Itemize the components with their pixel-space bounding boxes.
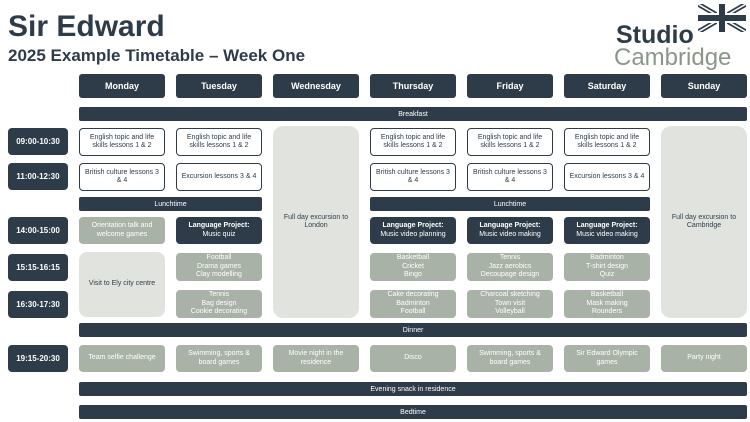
lunch-band-thu-sat: Lunchtime bbox=[370, 197, 650, 211]
day-header-monday: Monday bbox=[79, 74, 165, 98]
activity-item: Jazz aerobics bbox=[488, 262, 532, 270]
thursday-morning-lesson: English topic and life skills lessons 1 … bbox=[370, 128, 456, 156]
language-project-detail: Music quiz bbox=[202, 230, 236, 238]
day-header-wednesday: Wednesday bbox=[273, 74, 359, 98]
activity-item: Badminton bbox=[590, 254, 624, 262]
lunch-band-mon-tue: Lunchtime bbox=[79, 197, 262, 211]
activity-item: Cake decorating bbox=[387, 291, 439, 299]
tuesday-activities-1515: Football Drama games Clay modelling bbox=[176, 253, 262, 281]
language-project-title: Language Project: bbox=[188, 222, 250, 229]
thursday-late-morning: British culture lessons 3 & 4 bbox=[370, 163, 456, 191]
saturday-activities-1630: Basketball Mask making Rounders bbox=[564, 290, 650, 318]
activity-item: Cricket bbox=[402, 262, 424, 270]
thursday-language-project: Language Project: Music video planning bbox=[370, 217, 456, 244]
time-slot-1515: 15:15-16:15 bbox=[8, 254, 68, 281]
day-header-saturday: Saturday bbox=[564, 74, 650, 98]
saturday-activities-1515: Badminton T-shirt design Quiz bbox=[564, 253, 650, 281]
friday-morning-lesson: English topic and life skills lessons 1 … bbox=[467, 128, 553, 156]
tuesday-late-morning: Excursion lessons 3 & 4 bbox=[176, 163, 262, 191]
page-title: Sir Edward bbox=[8, 10, 165, 43]
activity-item: Tennis bbox=[208, 291, 230, 299]
saturday-evening: Sir Edward Olympic games bbox=[564, 345, 650, 372]
wednesday-evening: Movie night in the residence bbox=[273, 345, 359, 372]
thursday-activities-1630: Cake decorating Badminton Football bbox=[370, 290, 456, 318]
thursday-activities-1515: Basketball Cricket Bingo bbox=[370, 253, 456, 281]
activity-item: Football bbox=[206, 254, 232, 262]
monday-ely-visit: Visit to Ely city centre bbox=[79, 252, 165, 317]
tuesday-activities-1630: Tennis Bag design Cookie decorating bbox=[176, 290, 262, 318]
friday-activities-1630: Charcoal sketching Town visit Volleyball bbox=[467, 290, 553, 318]
language-project-title: Language Project: bbox=[382, 222, 444, 229]
sunday-full-day-excursion: Full day excursion to Cambridge bbox=[661, 126, 747, 318]
activity-item: Badminton bbox=[396, 299, 430, 307]
time-slot-1100: 11:00-12:30 bbox=[8, 163, 68, 190]
monday-evening: Team selfie challenge bbox=[79, 345, 165, 372]
day-header-friday: Friday bbox=[467, 74, 553, 98]
language-project-detail: Music video making bbox=[479, 230, 541, 238]
day-header-thursday: Thursday bbox=[370, 74, 456, 98]
saturday-late-morning: Excursion lessons 3 & 4 bbox=[564, 163, 650, 191]
saturday-language-project: Language Project: Music video making bbox=[564, 217, 650, 244]
page-subtitle: 2025 Example Timetable – Week One bbox=[8, 46, 306, 65]
activity-item: Bingo bbox=[404, 271, 422, 279]
activity-item: Volleyball bbox=[495, 308, 525, 316]
monday-orientation: Orientation talk and welcome games bbox=[79, 217, 165, 244]
language-project-title: Language Project: bbox=[479, 222, 541, 229]
sunday-evening: Party night bbox=[661, 345, 747, 372]
activity-item: Rounders bbox=[591, 308, 623, 316]
time-slot-1400: 14:00-15:00 bbox=[8, 217, 68, 244]
language-project-detail: Music video making bbox=[576, 230, 638, 238]
activity-item: Mask making bbox=[586, 299, 628, 307]
breakfast-band: Breakfast bbox=[79, 107, 747, 121]
time-slot-0900: 09:00-10:30 bbox=[8, 128, 68, 155]
tuesday-evening: Swimming, sports & board games bbox=[176, 345, 262, 372]
friday-late-morning: British culture lessons 3 & 4 bbox=[467, 163, 553, 191]
activity-item: Basketball bbox=[590, 291, 624, 299]
activity-item: Tennis bbox=[499, 254, 521, 262]
day-header-sunday: Sunday bbox=[661, 74, 747, 98]
union-flag-icon bbox=[698, 4, 746, 32]
activity-item: Basketball bbox=[396, 254, 430, 262]
activity-item: Clay modelling bbox=[196, 271, 242, 279]
studio-cambridge-logo: Studio Cambridge bbox=[612, 4, 748, 72]
saturday-morning-lesson: English topic and life skills lessons 1 … bbox=[564, 128, 650, 156]
activity-item: T-shirt design bbox=[585, 262, 629, 270]
time-slot-1915: 19:15-20:30 bbox=[8, 345, 68, 372]
friday-activities-1515: Tennis Jazz aerobics Decoupage design bbox=[467, 253, 553, 281]
monday-late-morning: British culture lessons 3 & 4 bbox=[79, 163, 165, 191]
friday-language-project: Language Project: Music video making bbox=[467, 217, 553, 244]
activity-item: Bag design bbox=[201, 299, 237, 307]
evening-snack-band: Evening snack in residence bbox=[79, 382, 747, 396]
language-project-detail: Music video planning bbox=[380, 230, 446, 238]
activity-item: Town visit bbox=[494, 299, 526, 307]
time-slot-1630: 16:30-17:30 bbox=[8, 291, 68, 318]
wednesday-full-day-excursion: Full day excursion to London bbox=[273, 126, 359, 318]
activity-item: Decoupage design bbox=[480, 271, 540, 279]
logo-cambridge-text: Cambridge bbox=[614, 44, 732, 71]
bedtime-band: Bedtime bbox=[79, 405, 747, 419]
tuesday-morning-lesson: English topic and life skills lessons 1 … bbox=[176, 128, 262, 156]
dinner-band: Dinner bbox=[79, 323, 747, 337]
activity-item: Quiz bbox=[599, 271, 615, 279]
friday-evening: Swimming, sports & board games bbox=[467, 345, 553, 372]
thursday-evening: Disco bbox=[370, 345, 456, 372]
logo-studio-text: Studio bbox=[616, 21, 694, 49]
activity-item: Cookie decorating bbox=[190, 308, 248, 316]
activity-item: Drama games bbox=[197, 262, 241, 270]
activity-item: Charcoal sketching bbox=[480, 291, 540, 299]
day-header-tuesday: Tuesday bbox=[176, 74, 262, 98]
activity-item: Football bbox=[400, 308, 426, 316]
tuesday-language-project: Language Project: Music quiz bbox=[176, 217, 262, 244]
monday-morning-lesson: English topic and life skills lessons 1 … bbox=[79, 128, 165, 156]
language-project-title: Language Project: bbox=[576, 222, 638, 229]
